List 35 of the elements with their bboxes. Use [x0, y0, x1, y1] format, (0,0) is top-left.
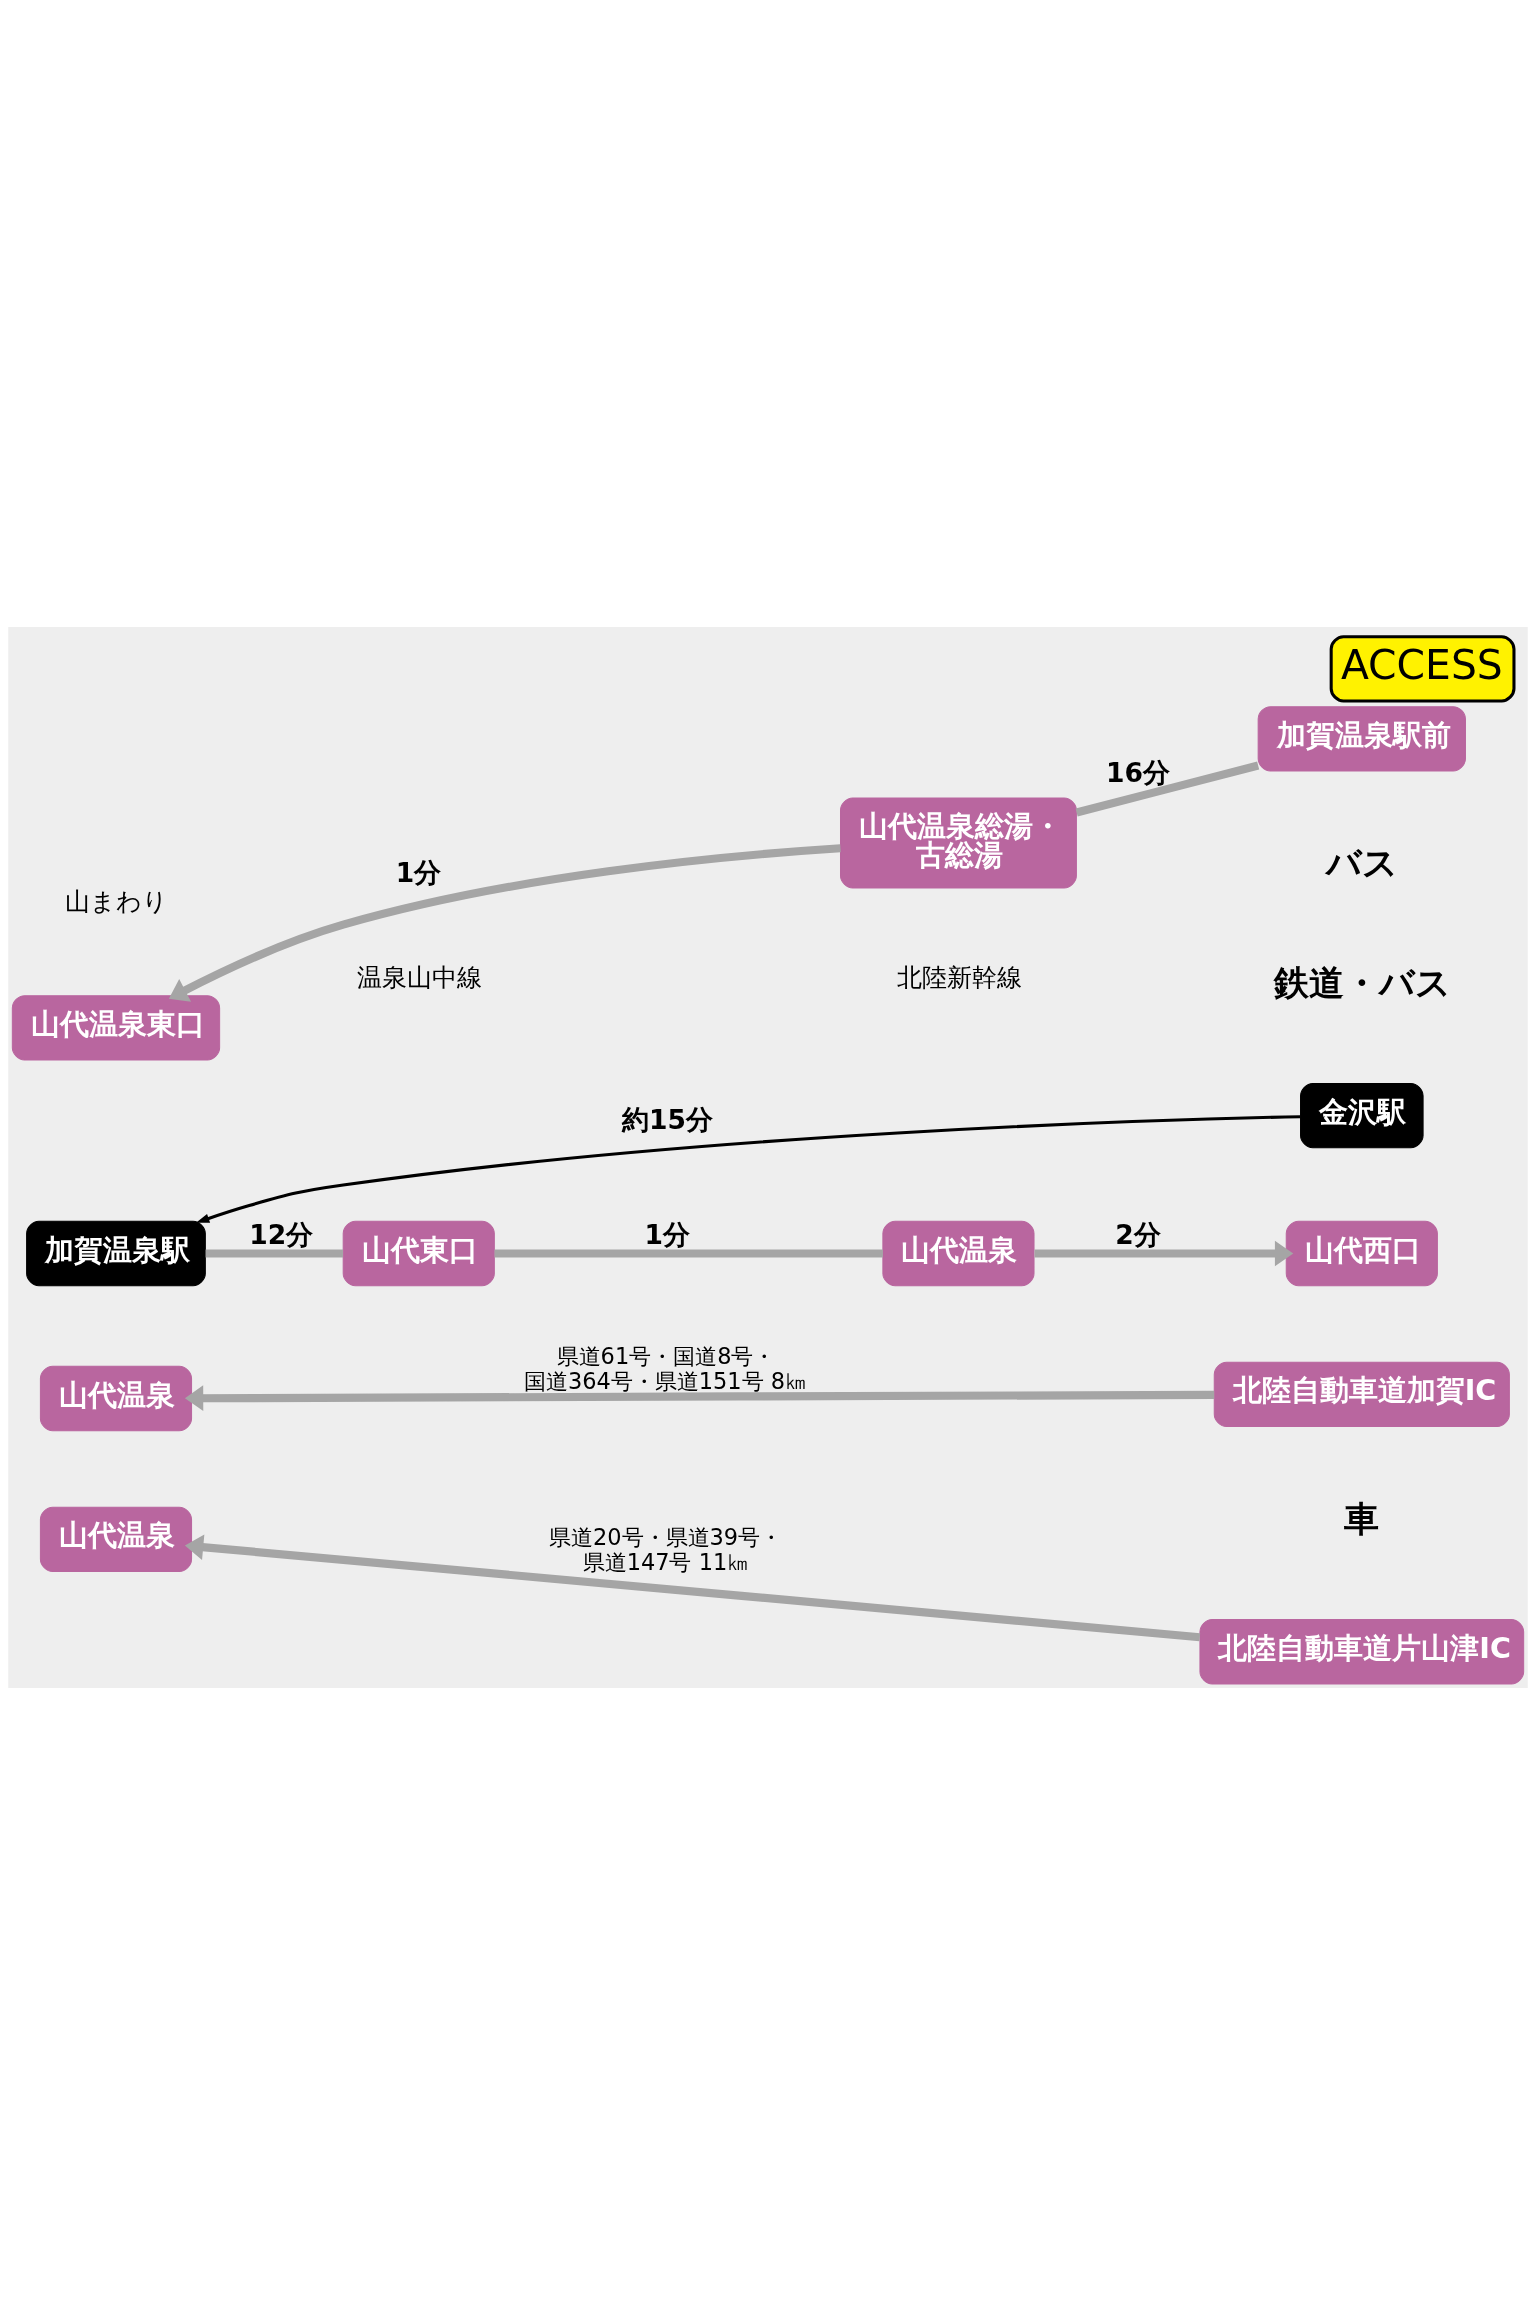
edge-label: 約15分 [621, 1103, 713, 1135]
edge-label: 1分 [644, 1219, 690, 1251]
label: 鉄道・バス [1274, 962, 1452, 1003]
node-box: 山代温泉 [39, 1365, 193, 1432]
arrow [184, 1534, 1201, 1642]
node-box: 山代温泉総湯・古総湯 [840, 797, 1077, 889]
connector [494, 1249, 883, 1258]
label: バス [1326, 843, 1399, 884]
edge-label: 県道61号・国道8号・国道364号・県道151号 8㎞ [523, 1343, 808, 1394]
node-box: 金沢駅 [1300, 1082, 1424, 1149]
node-box: 山代西口 [1285, 1220, 1438, 1287]
node-box: 山代温泉 [882, 1220, 1035, 1287]
arrow [196, 1115, 1301, 1223]
edge-label: 2分 [1115, 1219, 1161, 1251]
node-box: 加賀温泉駅前 [1257, 706, 1466, 772]
diagram-title: ACCESS [1340, 641, 1503, 690]
edge-label: 県道20号・県道39号・県道147号 11㎞ [548, 1524, 783, 1575]
label: 山まわり [65, 886, 169, 916]
node-box: 加賀温泉駅 [26, 1220, 206, 1287]
connector [205, 1249, 343, 1258]
arrow [1034, 1240, 1294, 1267]
label: 温泉山中線 [356, 963, 482, 993]
label: 北陸新幹線 [896, 963, 1022, 993]
arrow [184, 1385, 1215, 1412]
edge-label: 16分 [1106, 756, 1170, 788]
node-box: 山代東口 [342, 1220, 495, 1287]
node-box: 山代温泉 [39, 1506, 193, 1573]
edge-label: 12分 [249, 1219, 314, 1251]
connector [1075, 761, 1260, 817]
label: 車 [1344, 1498, 1380, 1539]
arrow [168, 844, 841, 1002]
node-box: 北陸自動車道片山津IC [1199, 1619, 1525, 1685]
edge-label: 1分 [395, 856, 442, 888]
node-box: 北陸自動車道加賀IC [1213, 1361, 1510, 1428]
node-box: 山代温泉東口 [11, 995, 221, 1061]
